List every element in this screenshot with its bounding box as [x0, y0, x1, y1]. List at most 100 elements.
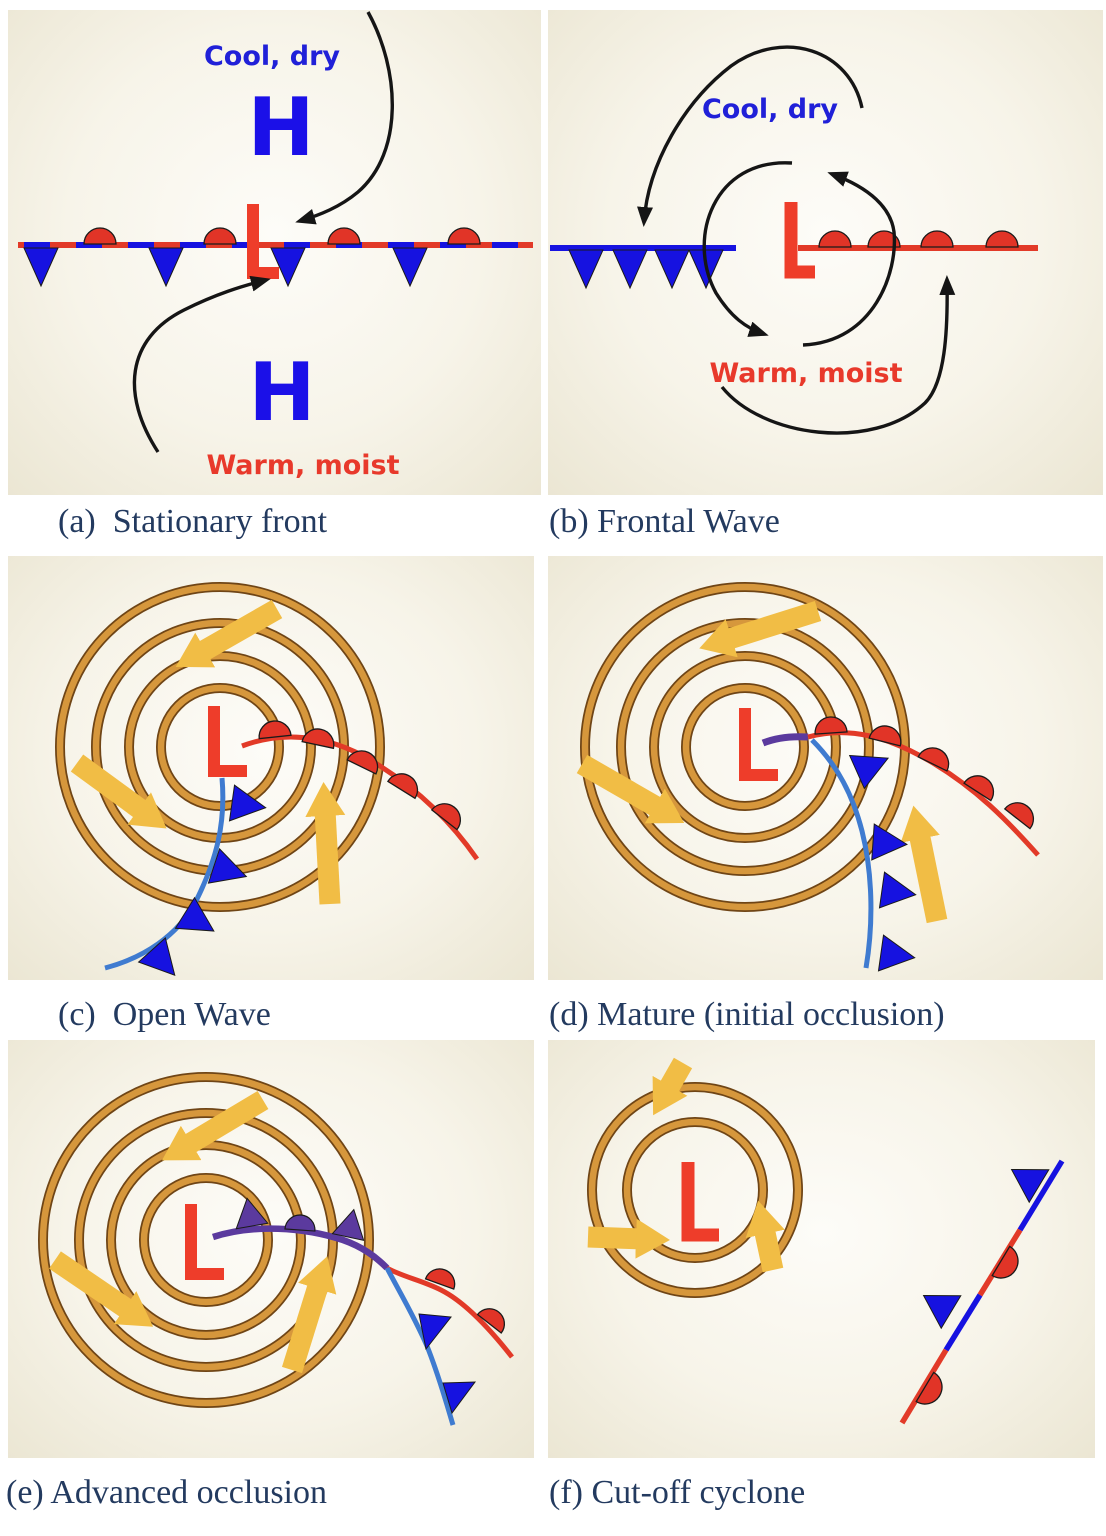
warm-front-segment — [899, 1348, 949, 1425]
wind-arrow-west — [587, 1218, 670, 1259]
warm-front-dome-icon — [868, 725, 902, 747]
wind-arrow-west — [49, 1251, 154, 1327]
panel-open-wave — [8, 556, 534, 980]
cold-front-triangle-icon — [392, 247, 428, 288]
caption-stationary-front: (a) Stationary front — [58, 503, 328, 540]
wind-arrow-north — [652, 1057, 693, 1116]
caption-advanced-occlusion: (e) Advanced occlusion — [6, 1474, 327, 1511]
caption-cutoff-cyclone: (f) Cut-off cyclone — [549, 1474, 806, 1511]
wind-arrow-south — [900, 805, 948, 924]
warm-moist-label: Warm, moist — [709, 358, 902, 389]
stationary-front-diagram: Cool, dry H H Warm, moist — [18, 11, 533, 481]
wind-arrow-northwest — [175, 599, 283, 668]
low-pressure-symbol — [208, 706, 247, 777]
warm-front-line — [241, 720, 480, 861]
caption-open-wave: (c) Open Wave — [58, 996, 271, 1033]
cold-front-triangle-icon — [228, 784, 267, 822]
panel-stationary-front: Cool, dry H H Warm, moist — [8, 10, 541, 495]
warm-moist-label: Warm, moist — [206, 450, 399, 481]
warm-air-rising-arrow — [802, 171, 897, 347]
cold-front-triangle-icon — [1010, 1169, 1050, 1204]
stationary-front-line — [18, 227, 533, 288]
cool-dry-label: Cool, dry — [204, 41, 340, 72]
warm-front-dome-icon — [430, 803, 461, 831]
warm-front-line — [807, 716, 1040, 857]
occluded-front-triangle-icon — [235, 1197, 269, 1230]
warm-front-line — [798, 230, 1038, 251]
cool-air-descending-arrow — [702, 161, 793, 337]
cold-front-triangle-icon — [174, 896, 215, 932]
cold-front-triangle-icon — [568, 249, 604, 290]
cutoff-cyclone-diagram — [587, 1057, 1065, 1425]
cold-front-triangle-icon — [654, 249, 690, 290]
low-pressure-symbol — [681, 1162, 719, 1242]
stationary-front-line — [899, 1159, 1065, 1425]
cold-front-segment — [943, 1293, 983, 1352]
wind-arrow-south — [305, 782, 346, 905]
warm-air-flow-arrow — [720, 275, 956, 435]
occluded-front-dome-icon — [284, 1214, 316, 1232]
warm-front-dome-icon — [917, 747, 950, 772]
isobar-rings — [587, 1082, 803, 1298]
occluded-front-stub — [761, 733, 809, 747]
warm-front-dome-icon — [258, 720, 292, 740]
warm-front-dome-icon — [327, 227, 361, 245]
low-pressure-symbol — [784, 202, 815, 279]
cold-front-line — [810, 738, 917, 972]
warm-front-dome-icon — [915, 1371, 943, 1405]
warm-front-dome-icon — [814, 716, 848, 735]
cold-front-triangle-icon — [878, 871, 917, 909]
low-pressure-symbol — [247, 204, 279, 279]
caption-mature: (d) Mature (initial occlusion) — [549, 996, 945, 1033]
panel-mature-initial-occlusion — [548, 556, 1103, 980]
low-pressure-symbol — [739, 708, 778, 781]
cool-dry-label: Cool, dry — [702, 94, 838, 125]
cold-front-triangle-icon — [848, 755, 890, 790]
cold-front-triangle-icon — [148, 247, 184, 288]
caption-frontal-wave: (b) Frontal Wave — [549, 503, 780, 540]
advanced-occlusion-diagram — [38, 1072, 514, 1426]
warm-front-dome-icon — [83, 227, 117, 245]
warm-front-dome-icon — [991, 1245, 1019, 1279]
mature-occlusion-diagram — [576, 582, 1040, 972]
warm-front-dome-icon — [346, 750, 379, 775]
open-wave-diagram — [55, 582, 480, 977]
warm-front-dome-icon — [476, 1308, 506, 1334]
wind-arrow-west — [70, 754, 167, 829]
cold-front-triangle-icon — [922, 1295, 962, 1330]
warm-front-dome-icon — [447, 227, 481, 245]
low-pressure-symbol — [185, 1204, 224, 1280]
warm-front-dome-icon — [818, 230, 852, 248]
warm-front-dome-icon — [867, 230, 901, 248]
warm-front-line — [385, 1265, 514, 1359]
high-pressure-symbol-south: H — [249, 346, 316, 439]
cold-front-line — [104, 777, 267, 977]
frontal-wave-diagram: Cool, dry Warm, moist — [550, 45, 1038, 435]
occluded-front-line — [211, 1197, 390, 1271]
warm-front-dome-icon — [424, 1268, 456, 1290]
occluded-front-triangle-icon — [331, 1208, 365, 1241]
warm-front-dome-icon — [985, 230, 1019, 248]
warm-front-dome-icon — [920, 230, 954, 248]
panel-advanced-occlusion — [8, 1040, 534, 1458]
cold-front-triangle-icon — [871, 823, 908, 861]
cold-front-line — [384, 1266, 477, 1426]
warm-front-dome-icon — [963, 775, 995, 802]
wind-arrow-south — [281, 1256, 337, 1374]
wind-arrow-northwest — [699, 600, 822, 658]
high-pressure-symbol-north: H — [248, 81, 315, 174]
warm-air-flow-arrow — [132, 275, 271, 453]
wind-arrow-northwest — [161, 1090, 269, 1161]
wind-arrow-south — [745, 1200, 785, 1273]
panel-cutoff-cyclone — [548, 1040, 1095, 1458]
cold-front-triangle-icon — [270, 247, 306, 288]
cool-air-flow-arrow — [295, 11, 394, 225]
cold-front-triangle-icon — [137, 937, 176, 977]
panel-frontal-wave: Cool, dry Warm, moist — [548, 10, 1103, 495]
warm-front-dome-icon — [301, 728, 335, 750]
cool-air-flow-arrow — [637, 45, 864, 227]
cold-front-triangle-icon — [418, 1313, 452, 1351]
cold-front-triangle-icon — [442, 1381, 477, 1415]
cold-front-triangle-icon — [612, 249, 648, 290]
warm-front-dome-icon — [387, 773, 419, 800]
